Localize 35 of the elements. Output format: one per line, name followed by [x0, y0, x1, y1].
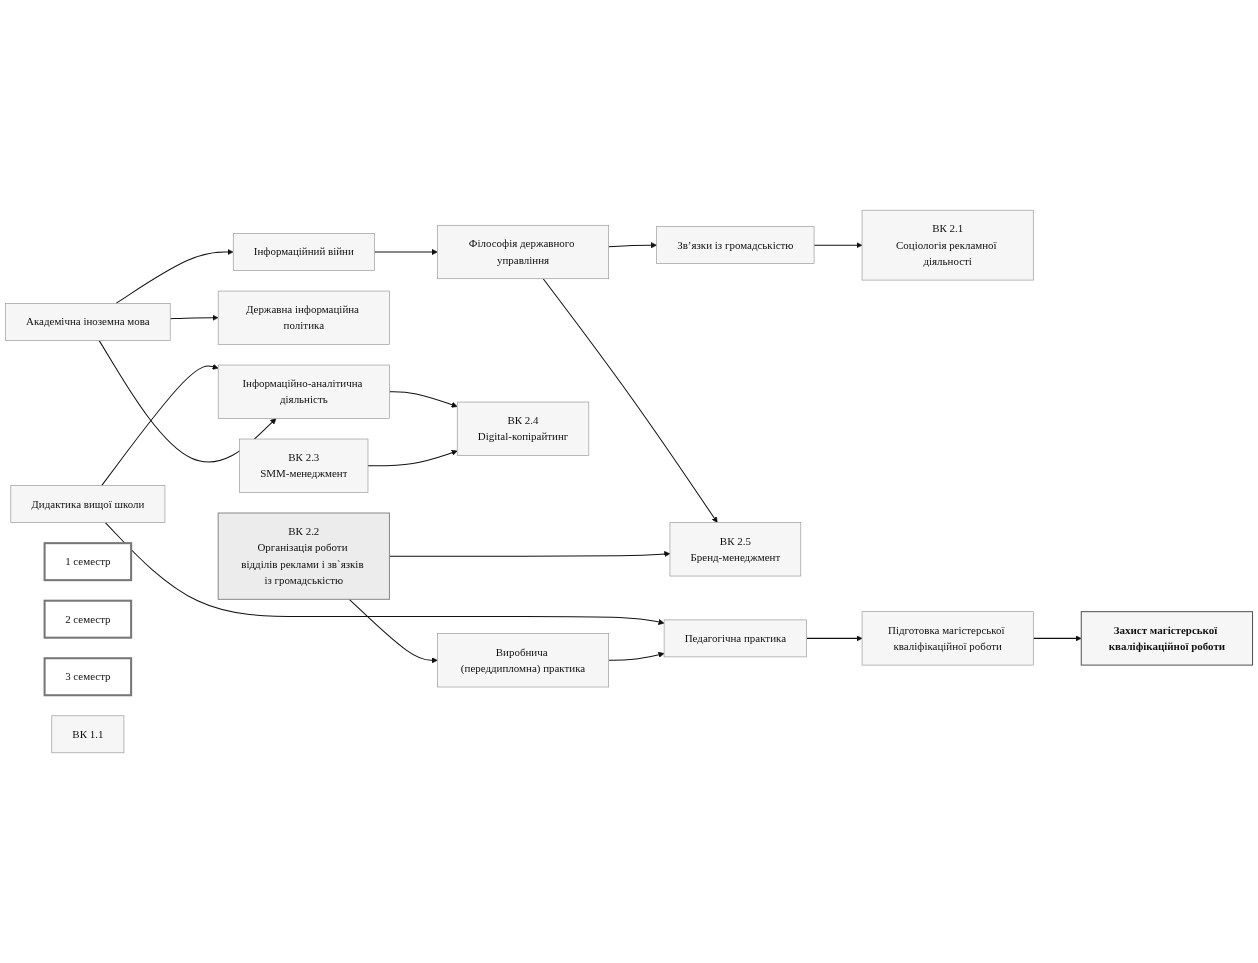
node-box: Державна інформаційна політика	[217, 290, 390, 345]
node-box: Академічна іноземна мова	[5, 303, 171, 341]
node-box: ВК 1.1	[51, 715, 125, 754]
arrow	[98, 339, 277, 463]
arrow	[101, 363, 219, 487]
node-box: Підготовка магістерської кваліфікаційної роботи	[861, 611, 1034, 666]
node-box: ВК 2.2 Організація роботи відділів реклами і зв`язків із громадськістю	[217, 512, 390, 600]
arrow	[115, 249, 234, 304]
node-box: ВК 2.5 Бренд-менеджмент	[669, 522, 802, 577]
node-box: 1 семестр	[43, 542, 133, 582]
arrow	[169, 314, 219, 321]
node-box: Філософія державного управління	[437, 224, 609, 280]
node-box: Зв’язки із громадськістю	[656, 226, 815, 264]
arrow	[1032, 635, 1082, 642]
arrow	[608, 651, 665, 661]
node-box: Інформаційний війни	[232, 233, 375, 271]
node-box: 3 семестр	[43, 657, 133, 697]
arrow	[388, 391, 458, 408]
arrow	[104, 522, 665, 625]
node-box: ВК 2.4 Digital-копірайтинг	[456, 401, 590, 456]
arrow	[367, 449, 458, 467]
node-box: Захист магістерської кваліфікаційної роботи	[1080, 611, 1254, 666]
arrow	[542, 278, 718, 523]
node-box: ВК 2.3 SMM-менеджмент	[239, 438, 369, 493]
arrow	[806, 635, 863, 642]
node-box: Виробнича (переддипломна) практика	[437, 633, 609, 688]
arrow	[348, 598, 438, 664]
node-box: ВК 2.1 Соціологія рекламної діяльності	[861, 209, 1034, 281]
node-box: Педагогічна практика	[663, 619, 807, 658]
arrow	[608, 242, 657, 249]
node-box: Інформаційно-аналітична діяльність	[217, 364, 390, 419]
node-box: Дидактика вищої школи	[10, 485, 166, 523]
arrow	[373, 249, 438, 255]
arrow	[813, 242, 863, 249]
node-box: 2 семестр	[43, 599, 133, 639]
